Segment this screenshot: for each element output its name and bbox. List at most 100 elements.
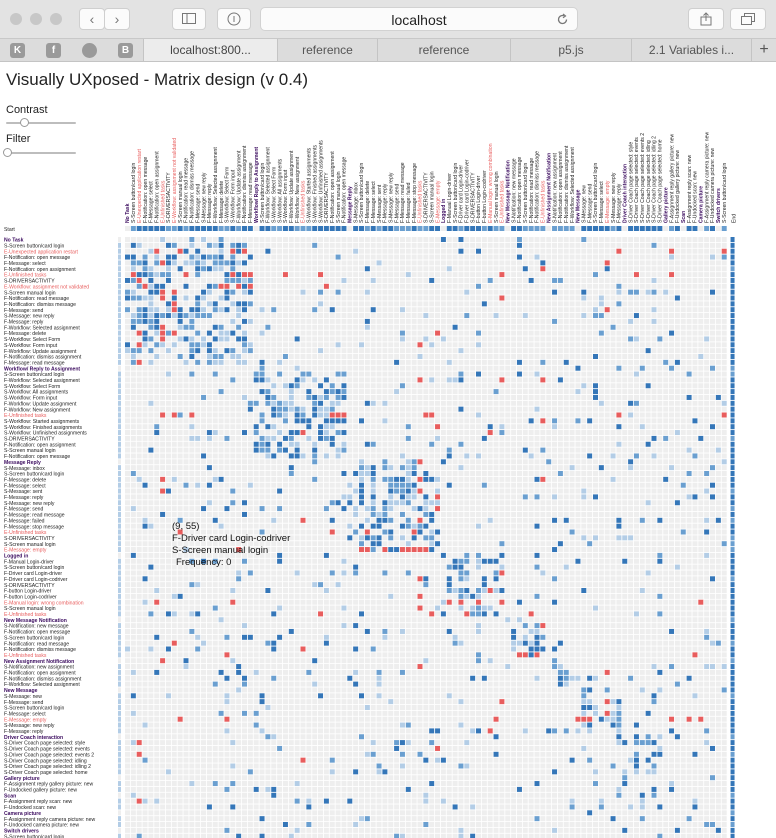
matrix-cell — [581, 500, 587, 506]
matrix-cell — [183, 488, 189, 494]
share-icon[interactable] — [688, 8, 724, 30]
matrix-cell — [318, 435, 324, 441]
matrix-cell — [633, 482, 639, 488]
matrix-cell — [704, 354, 710, 359]
matrix-cell — [318, 336, 324, 342]
matrix-cell — [242, 318, 247, 324]
reload-icon[interactable] — [556, 13, 569, 26]
matrix-cell — [540, 488, 546, 494]
matrix-cell — [160, 371, 166, 377]
matrix-cell — [680, 465, 686, 471]
matrix-cell — [247, 254, 253, 260]
matrix-cell — [323, 336, 329, 342]
matrix-cell — [669, 260, 675, 266]
tab-p5js[interactable]: p5.js — [510, 39, 631, 61]
matrix-cell — [183, 237, 189, 242]
contrast-slider-thumb[interactable] — [19, 118, 29, 127]
forward-icon[interactable]: › — [104, 8, 130, 30]
matrix-cell — [429, 371, 435, 377]
matrix-cell — [224, 318, 230, 324]
matrix-cell — [376, 506, 382, 512]
matrix-cell — [294, 389, 300, 395]
matrix-cell — [721, 301, 727, 307]
matrix-cell — [189, 359, 195, 365]
matrix-cell — [230, 359, 236, 365]
matrix-cell — [288, 430, 294, 436]
matrix-cell — [522, 494, 528, 500]
matrix-cell — [411, 313, 417, 319]
sidebar-icon[interactable] — [172, 8, 206, 30]
favorite-facebook[interactable]: f — [46, 43, 61, 58]
tabs-overview-icon[interactable] — [730, 8, 766, 30]
matrix-cell — [698, 471, 704, 476]
matrix-cell — [528, 424, 534, 430]
tab-reference-1[interactable]: reference — [277, 39, 377, 61]
matrix-cell — [160, 336, 166, 342]
back-icon[interactable]: ‹ — [79, 8, 105, 30]
matrix-cell — [651, 418, 657, 424]
matrix-cell — [435, 412, 441, 418]
matrix-cell — [370, 237, 376, 242]
matrix-cell — [593, 359, 598, 365]
matrix-cell — [177, 365, 183, 371]
matrix-cell — [154, 418, 160, 424]
matrix-cell — [487, 500, 493, 506]
filter-slider[interactable] — [3, 148, 76, 157]
matrix-cell — [593, 500, 598, 506]
matrix-cell — [628, 242, 634, 248]
matrix-cell — [645, 365, 651, 371]
favorite-b[interactable]: B — [118, 43, 133, 58]
matrix-cell — [230, 242, 236, 248]
matrix-cell — [370, 277, 376, 283]
matrix-cell — [563, 418, 569, 424]
zoom-window-icon[interactable] — [50, 13, 62, 25]
close-window-icon[interactable] — [10, 13, 22, 25]
matrix-cell — [499, 283, 505, 289]
matrix-cell — [236, 313, 242, 319]
matrix-cell — [698, 500, 704, 506]
matrix-cell — [610, 260, 616, 266]
tab-localhost[interactable]: localhost:800... — [143, 39, 277, 61]
matrix-cell — [651, 295, 657, 301]
github-icon[interactable] — [82, 43, 97, 58]
matrix-cell — [581, 465, 587, 471]
matrix-cell — [516, 511, 522, 517]
matrix-cell — [481, 430, 487, 436]
matrix-cell — [136, 394, 142, 400]
matrix-cell — [218, 471, 224, 476]
matrix-cell — [493, 277, 499, 283]
matrix-cell — [610, 471, 616, 476]
matrix-cell — [323, 295, 329, 301]
matrix-cell — [546, 237, 552, 242]
matrix-cell — [593, 301, 598, 307]
matrix-cell — [183, 447, 189, 453]
tab-reference-2[interactable]: reference — [377, 39, 510, 61]
matrix-cell — [692, 283, 698, 289]
matrix-cell — [604, 365, 610, 371]
filter-slider-thumb[interactable] — [3, 148, 13, 157]
matrix-cell — [312, 313, 318, 319]
matrix-cell — [230, 465, 236, 471]
tab-variables[interactable]: 2.1 Variables i... — [631, 39, 751, 61]
matrix-cell — [481, 488, 487, 494]
minimize-window-icon[interactable] — [30, 13, 42, 25]
matrix-cell — [522, 283, 528, 289]
matrix-cell — [470, 471, 476, 476]
matrix-cell — [201, 277, 207, 283]
matrix-cell — [487, 301, 493, 307]
matrix-cell — [265, 354, 271, 359]
matrix-cell — [165, 371, 171, 377]
matrix-cell — [306, 254, 312, 260]
matrix-cell — [195, 295, 201, 301]
matrix-cell — [405, 237, 411, 242]
address-bar[interactable]: localhost — [260, 7, 578, 31]
matrix-cell — [341, 254, 347, 260]
matrix-cell — [183, 348, 189, 354]
contrast-slider[interactable] — [6, 118, 76, 127]
favorite-k[interactable]: K — [10, 43, 25, 58]
new-tab-plus-icon[interactable]: + — [751, 39, 776, 61]
matrix-cell — [341, 476, 347, 482]
matrix-cell — [341, 447, 347, 453]
privacy-icon[interactable] — [217, 8, 251, 30]
